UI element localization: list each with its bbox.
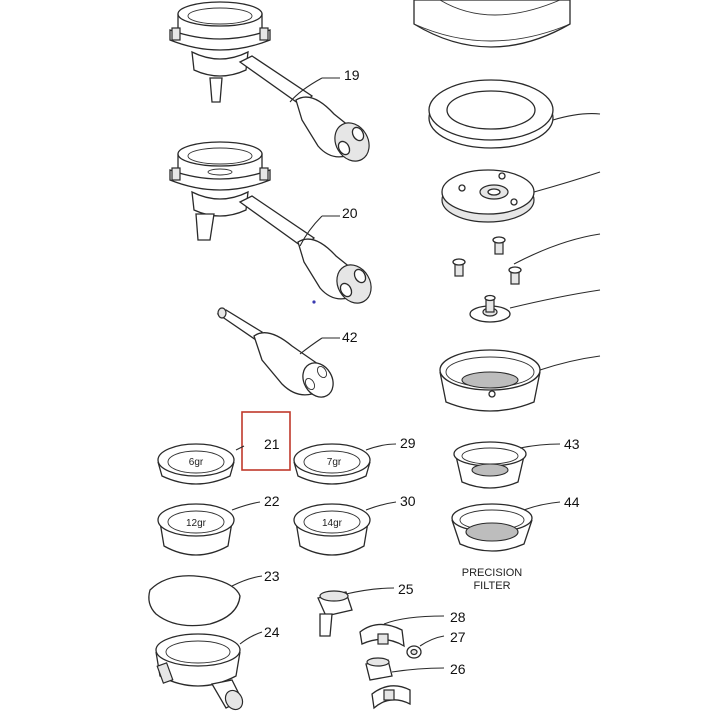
spout-25 <box>317 587 395 637</box>
label-14gr: 14gr <box>322 518 343 529</box>
shower-screen <box>439 349 601 412</box>
label-12gr: 12gr <box>186 518 207 529</box>
portafilter-single-20 <box>169 141 372 304</box>
label-28: 28 <box>450 609 466 625</box>
dot-marker <box>312 300 316 304</box>
basket-7gr: 7gr <box>293 443 397 485</box>
label-19: 19 <box>344 67 360 83</box>
label-25: 25 <box>398 581 414 597</box>
caption-line-1: PRECISION <box>462 567 523 579</box>
part-27 <box>406 635 445 659</box>
label-29: 29 <box>400 435 416 451</box>
spout-26 <box>365 657 445 710</box>
dispersion-screw <box>469 289 601 323</box>
label-43: 43 <box>564 436 580 452</box>
label-7gr: 7gr <box>327 457 342 468</box>
shower-plate <box>441 169 601 223</box>
label-42: 42 <box>342 329 358 345</box>
handle-42 <box>216 307 340 398</box>
basket-43 <box>453 441 561 489</box>
caption-line-2: FILTER <box>473 580 510 592</box>
label-20: 20 <box>342 205 358 221</box>
label-44: 44 <box>564 494 580 510</box>
highlight-box-21 <box>241 411 291 471</box>
group-head-cover <box>413 0 571 48</box>
label-30: 30 <box>400 493 416 509</box>
basket-12gr: 12gr <box>157 501 261 556</box>
label-6gr: 6gr <box>189 457 204 468</box>
label-27: 27 <box>450 629 466 645</box>
label-26: 26 <box>450 661 466 677</box>
portafilter-body-24 <box>155 631 263 711</box>
portafilter-double-19 <box>169 1 370 162</box>
label-23: 23 <box>264 568 280 584</box>
basket-44-precision: PRECISION FILTER <box>451 501 561 592</box>
screws <box>452 233 601 285</box>
part-28 <box>359 615 445 648</box>
basket-14gr: 14gr <box>293 501 397 556</box>
oring-23 <box>148 575 263 627</box>
basket-6gr: 6gr <box>157 443 235 485</box>
label-22: 22 <box>264 493 280 509</box>
gasket-ring <box>428 79 601 149</box>
label-24: 24 <box>264 624 280 640</box>
label-21: 21 <box>264 436 280 452</box>
